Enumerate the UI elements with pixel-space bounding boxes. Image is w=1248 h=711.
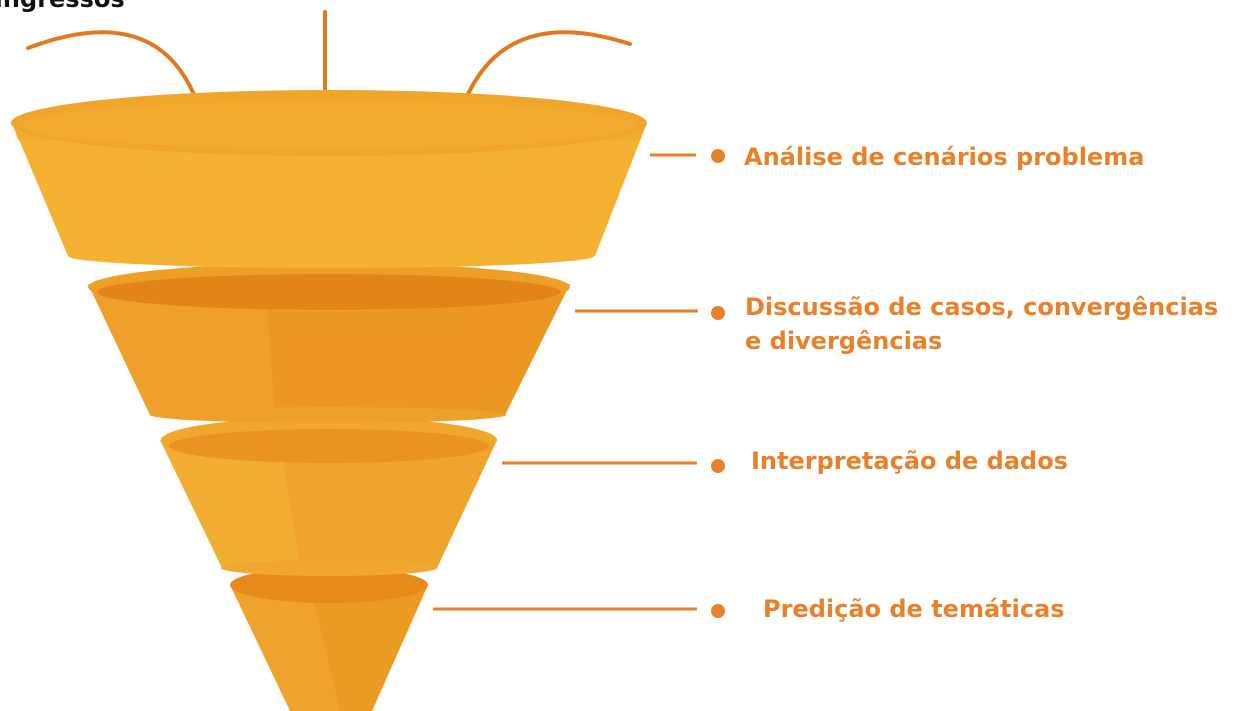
diagram-title: Ingressos: [0, 0, 125, 14]
stage-label-1: Análise de cenários problema: [744, 143, 1145, 171]
connector-2: [575, 306, 725, 320]
arrow-right: [456, 30, 632, 122]
connector-4: [433, 604, 725, 618]
connector-1: [650, 149, 725, 163]
funnel-tier-3: [160, 417, 497, 576]
stage-label-4: Predição de temáticas: [763, 595, 1065, 623]
stage-label-2-line-1: Discussão de casos, convergências: [745, 293, 1219, 321]
connector-3: [502, 459, 725, 473]
funnel-tier-4: [230, 567, 428, 711]
arrow-left: [26, 30, 205, 122]
stage-label-3: Interpretação de dados: [751, 447, 1068, 475]
funnel-tier-2: [88, 263, 570, 423]
stage-label-2-line-2: e divergências: [745, 327, 943, 355]
stage-label-2: Discussão de casos, convergências e dive…: [745, 290, 1218, 358]
funnel-tier-1: [11, 90, 647, 268]
